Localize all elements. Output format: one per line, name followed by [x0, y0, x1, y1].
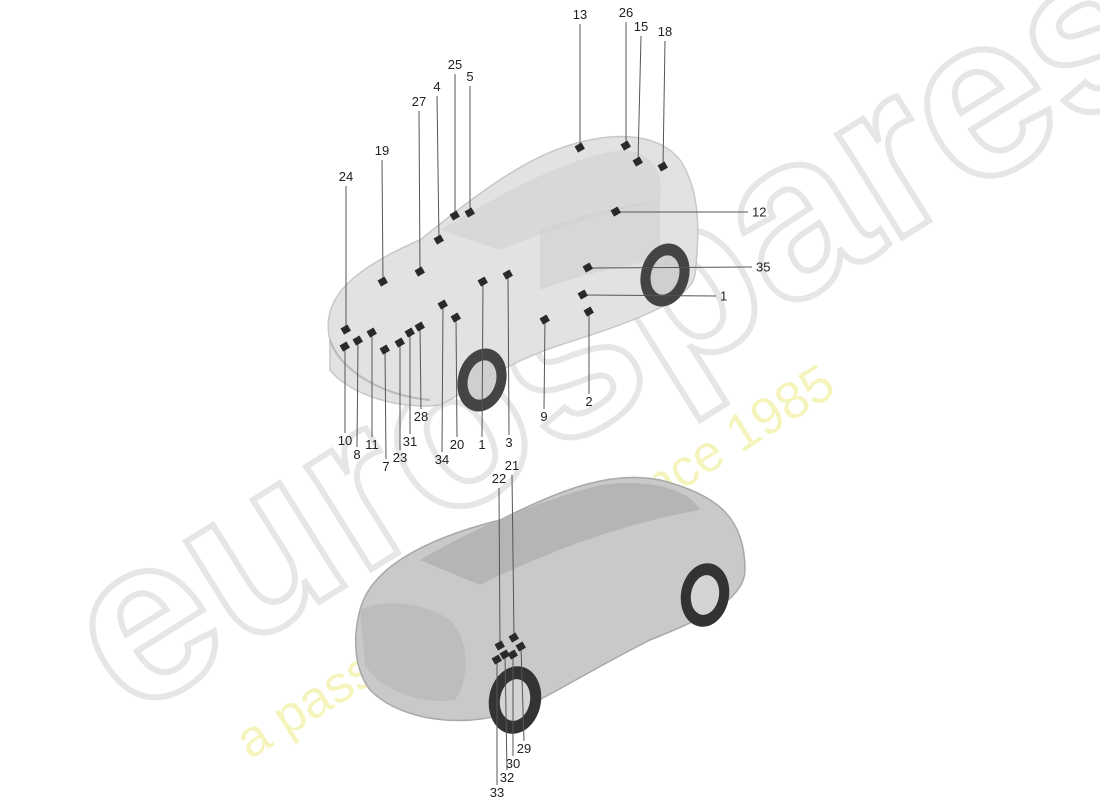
callout-number[interactable]: 10: [337, 433, 353, 448]
label-marker-icon[interactable]: [577, 289, 588, 300]
leader-line: [507, 274, 510, 436]
callout-number[interactable]: 35: [756, 259, 771, 275]
label-marker-icon[interactable]: [494, 640, 505, 651]
callout-number[interactable]: 26: [618, 5, 634, 20]
label-marker-icon[interactable]: [620, 140, 631, 151]
callout-number[interactable]: 3: [505, 435, 513, 450]
label-marker-icon[interactable]: [515, 641, 526, 652]
label-markers: [339, 140, 668, 665]
label-marker-icon[interactable]: [657, 161, 668, 172]
callout-number[interactable]: 27: [411, 94, 427, 109]
callout-number[interactable]: 24: [338, 169, 354, 184]
callout-number[interactable]: 20: [449, 437, 465, 452]
leader-line: [436, 95, 440, 241]
label-marker-icon[interactable]: [508, 632, 519, 643]
label-marker-icon[interactable]: [502, 269, 513, 280]
callout-number[interactable]: 32: [499, 770, 515, 785]
label-marker-icon[interactable]: [574, 142, 585, 153]
leader-line: [381, 159, 384, 283]
callout-number[interactable]: 29: [516, 741, 532, 756]
leader-line: [481, 281, 484, 438]
callout-number[interactable]: 5: [466, 69, 474, 84]
callout-number[interactable]: 33: [489, 785, 505, 800]
callout-number[interactable]: 19: [374, 143, 390, 158]
callout-number[interactable]: 21: [504, 458, 520, 473]
callout-number[interactable]: 22: [491, 471, 507, 486]
label-marker-icon[interactable]: [339, 341, 350, 352]
label-marker-icon[interactable]: [477, 276, 488, 287]
callout-number[interactable]: 12: [752, 204, 767, 220]
leader-line: [520, 646, 525, 742]
leader-lines: [344, 22, 753, 785]
label-marker-icon[interactable]: [583, 306, 594, 317]
callout-number[interactable]: 18: [657, 24, 673, 39]
label-marker-icon[interactable]: [449, 210, 460, 221]
leader-line: [637, 35, 642, 163]
label-marker-icon[interactable]: [582, 262, 593, 273]
callout-number[interactable]: 34: [434, 452, 450, 467]
label-marker-icon[interactable]: [404, 327, 415, 338]
callout-number[interactable]: 13: [572, 7, 588, 22]
leader-line: [498, 487, 501, 647]
callout-number[interactable]: 1: [720, 288, 728, 304]
leader-line: [543, 319, 546, 410]
leader-line: [511, 474, 515, 639]
leader-line: [418, 110, 421, 273]
callout-number[interactable]: 9: [540, 409, 548, 424]
label-marker-icon[interactable]: [539, 314, 550, 325]
label-marker-icon[interactable]: [340, 324, 351, 335]
callout-number[interactable]: 28: [413, 409, 429, 424]
leader-line: [356, 340, 359, 448]
leader-line: [587, 266, 753, 269]
label-marker-icon[interactable]: [414, 321, 425, 332]
label-marker-icon[interactable]: [394, 337, 405, 348]
callout-number[interactable]: 11: [365, 437, 379, 452]
rear-view-vehicle: [354, 476, 746, 734]
label-marker-icon[interactable]: [414, 266, 425, 277]
label-marker-icon[interactable]: [610, 206, 621, 217]
callout-number[interactable]: 30: [505, 756, 521, 771]
callout-number[interactable]: 25: [447, 57, 463, 72]
callout-number[interactable]: 1: [478, 437, 486, 452]
label-marker-icon[interactable]: [379, 344, 390, 355]
leader-line: [441, 304, 444, 453]
callout-number[interactable]: 8: [353, 447, 361, 462]
label-marker-icon[interactable]: [366, 327, 377, 338]
label-marker-icon[interactable]: [433, 234, 444, 245]
label-marker-icon[interactable]: [632, 156, 643, 167]
label-marker-icon[interactable]: [377, 276, 388, 287]
label-marker-icon[interactable]: [464, 207, 475, 218]
label-marker-icon[interactable]: [437, 299, 448, 310]
label-marker-icon[interactable]: [491, 654, 502, 665]
callout-number[interactable]: 4: [433, 79, 441, 94]
callout-number[interactable]: 15: [633, 19, 649, 34]
label-marker-icon[interactable]: [507, 649, 518, 660]
callout-number[interactable]: 7: [382, 459, 390, 474]
callout-number[interactable]: 31: [402, 434, 418, 449]
leader-line: [419, 326, 422, 410]
label-marker-icon[interactable]: [352, 335, 363, 346]
callout-number[interactable]: 23: [392, 450, 408, 465]
callout-number[interactable]: 2: [585, 394, 593, 409]
label-marker-icon[interactable]: [499, 649, 510, 660]
leader-line: [662, 40, 666, 168]
leader-line: [504, 654, 508, 771]
leader-line: [455, 317, 458, 438]
leader-line: [384, 349, 387, 460]
label-marker-icon[interactable]: [450, 312, 461, 323]
leader-line: [582, 294, 717, 297]
